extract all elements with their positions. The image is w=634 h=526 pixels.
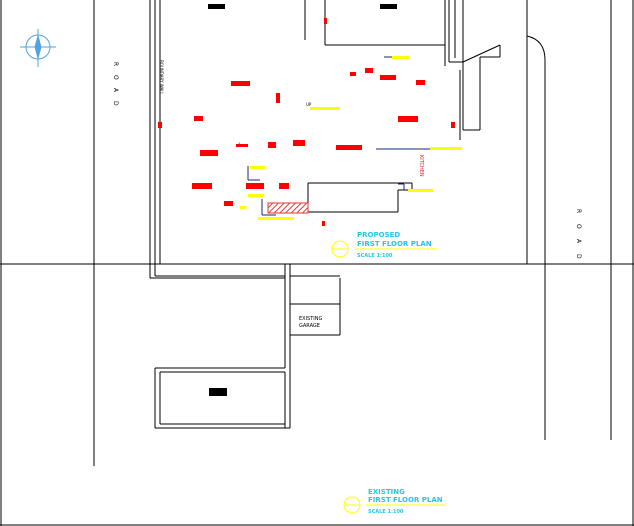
boundary-wall-label: BOUNDARY WALL bbox=[159, 60, 164, 95]
plot-boundary bbox=[149, 0, 528, 279]
svg-text:D: D bbox=[575, 254, 582, 259]
top-walls bbox=[304, 0, 501, 140]
compass-crosshair-icon bbox=[20, 29, 56, 67]
road-label-left: R O A D bbox=[112, 62, 119, 106]
black-marks bbox=[208, 4, 397, 396]
svg-text:R: R bbox=[575, 209, 582, 213]
red-proposed-elements bbox=[158, 18, 455, 226]
tag-up-label: UP bbox=[306, 102, 312, 107]
existing-plan-walls bbox=[154, 278, 341, 429]
svg-text:D: D bbox=[112, 101, 119, 106]
existing-title-line1: EXISTING bbox=[368, 488, 405, 496]
proposed-scale: SCALE 1:100 bbox=[357, 253, 393, 259]
existing-title-line2: FIRST FLOOR PLAN bbox=[368, 496, 443, 504]
proposed-title-block: PROPOSED FIRST FLOOR PLAN SCALE 1:100 bbox=[331, 231, 437, 259]
proposed-title-line1: PROPOSED bbox=[357, 231, 400, 239]
existing-scale: SCALE 1:100 bbox=[368, 509, 404, 515]
section-bubble-icon bbox=[343, 496, 361, 514]
road-lines bbox=[93, 0, 612, 466]
svg-text:O: O bbox=[575, 224, 582, 229]
existing-title-block: EXISTING FIRST FLOOR PLAN SCALE 1:100 bbox=[343, 488, 446, 515]
kitchen-walls bbox=[307, 182, 413, 213]
svg-text:A: A bbox=[575, 239, 582, 244]
svg-text:A: A bbox=[112, 88, 119, 93]
existing-garage-label-1: EXISTING bbox=[299, 316, 323, 322]
tag-a-label: A bbox=[238, 142, 241, 147]
svg-text:R: R bbox=[112, 62, 119, 66]
section-bubble-icon bbox=[331, 240, 349, 258]
hatched-stair bbox=[267, 202, 309, 214]
existing-garage-label-2: GARAGE bbox=[299, 323, 320, 329]
annotation-tags bbox=[240, 56, 462, 220]
kitchen-label: KITCHEN bbox=[418, 155, 424, 177]
annotation-leaders bbox=[247, 56, 430, 216]
road-label-right: R O A D bbox=[575, 209, 582, 259]
svg-text:O: O bbox=[112, 75, 119, 80]
proposed-title-line2: FIRST FLOOR PLAN bbox=[357, 240, 432, 248]
